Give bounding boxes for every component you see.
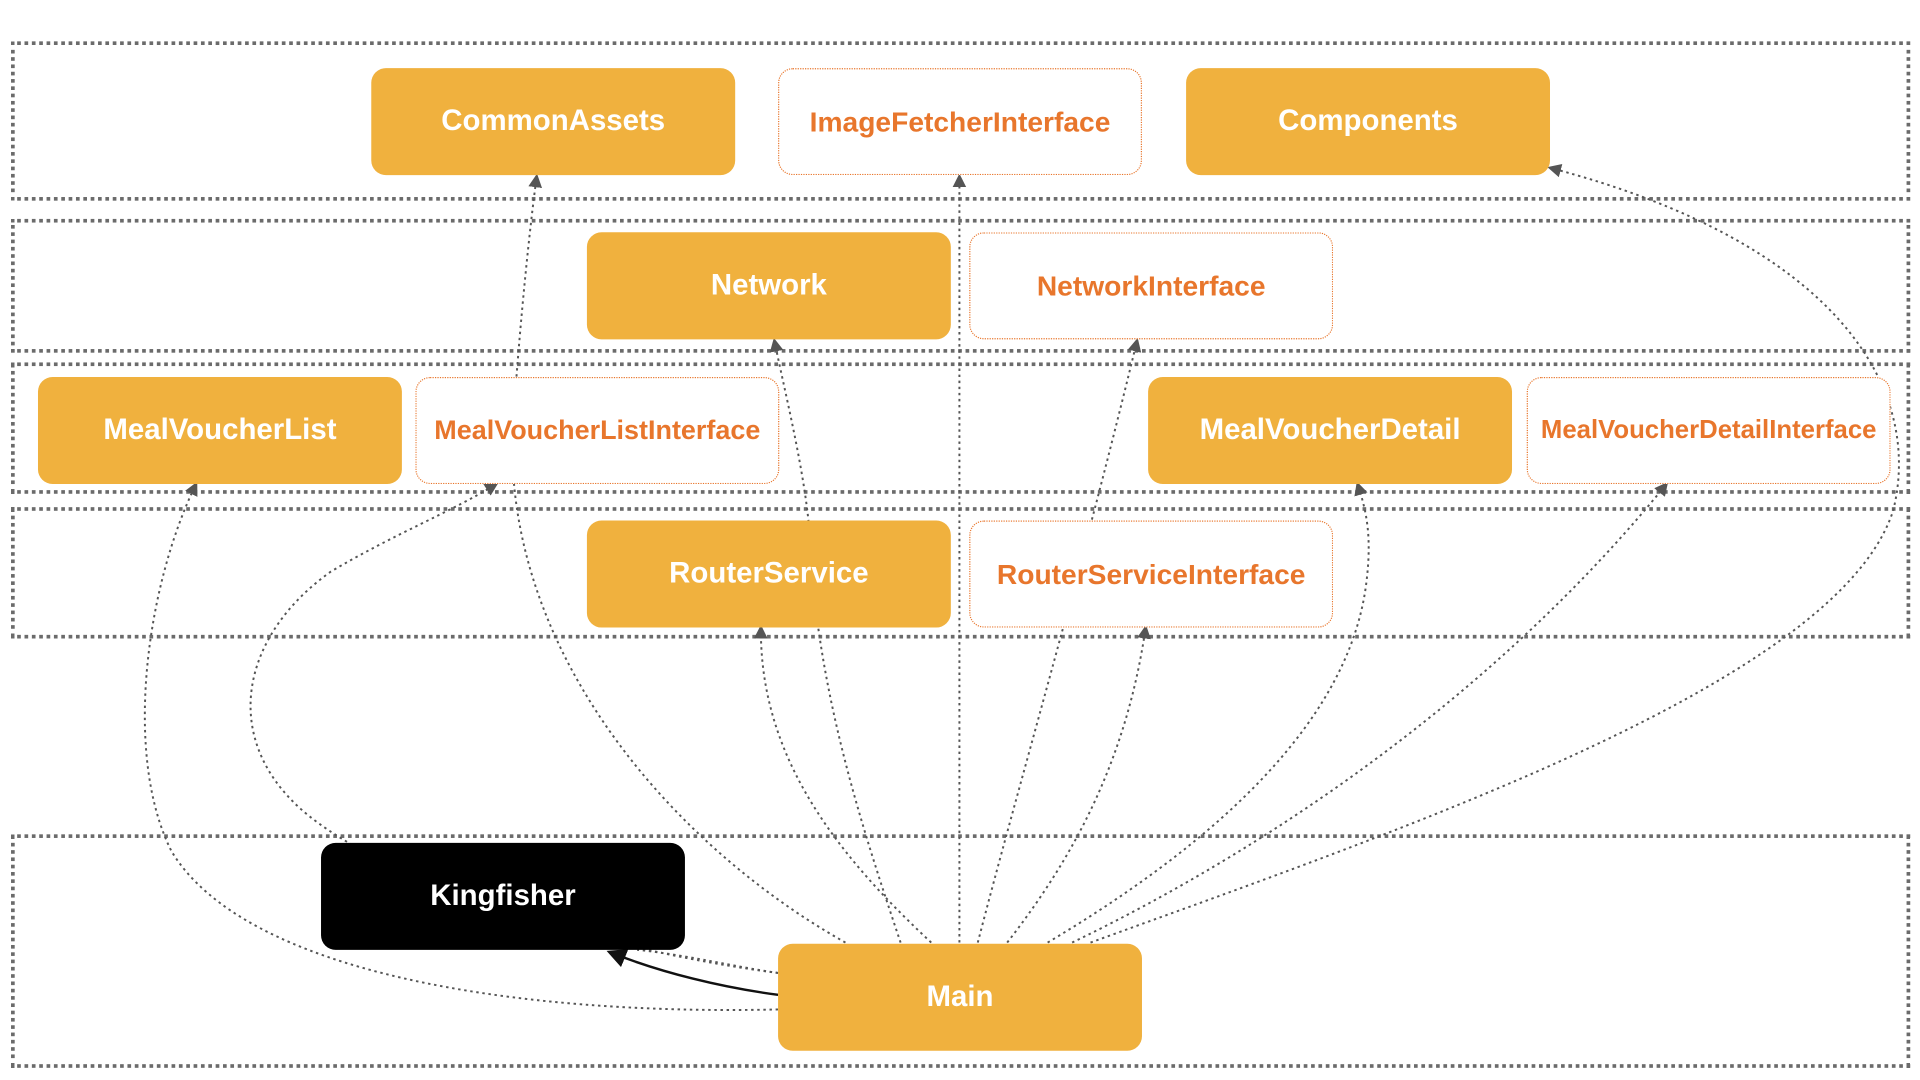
edge-main-network — [769, 337, 902, 943]
layer-top — [11, 41, 1911, 201]
edge-main-kingfisher — [606, 949, 779, 997]
layer-features — [11, 362, 1911, 494]
module-network-interface: NetworkInterface — [969, 232, 1334, 340]
module-router-service: RouterService — [586, 520, 951, 628]
module-kingfisher: Kingfisher — [321, 842, 685, 950]
module-meal-voucher-list: MealVoucherList — [37, 377, 402, 485]
edge-main-router-service — [753, 624, 932, 944]
layer-app — [11, 834, 1911, 1068]
layer-network — [11, 218, 1911, 353]
module-network: Network — [586, 232, 951, 340]
edge-main-kingfisher-dotted — [637, 948, 779, 974]
edge-main-meal-voucher-detail — [1047, 481, 1370, 944]
edge-main-meal-voucher-list — [143, 481, 779, 1011]
module-router-service-interface: RouterServiceInterface — [969, 520, 1334, 628]
edge-main-meal-voucher-detail-interface — [1071, 481, 1669, 944]
module-meal-voucher-detail: MealVoucherDetail — [1148, 377, 1513, 485]
edge-main-router-service-interface — [1006, 624, 1151, 944]
module-meal-voucher-detail-interface: MealVoucherDetailInterface — [1526, 377, 1891, 485]
edge-main-common-assets — [511, 173, 846, 944]
module-meal-voucher-list-interface: MealVoucherListInterface — [415, 377, 780, 485]
module-components: Components — [1186, 68, 1551, 176]
module-common-assets: CommonAssets — [371, 68, 736, 176]
edge-main-components — [1090, 164, 1900, 944]
module-main: Main — [778, 943, 1142, 1051]
layer-routing — [11, 507, 1911, 639]
module-image-fetcher-interface: ImageFetcherInterface — [778, 68, 1142, 176]
edge-main-meal-voucher-list-interface — [249, 482, 779, 974]
edge-main-network-interface — [976, 337, 1142, 943]
